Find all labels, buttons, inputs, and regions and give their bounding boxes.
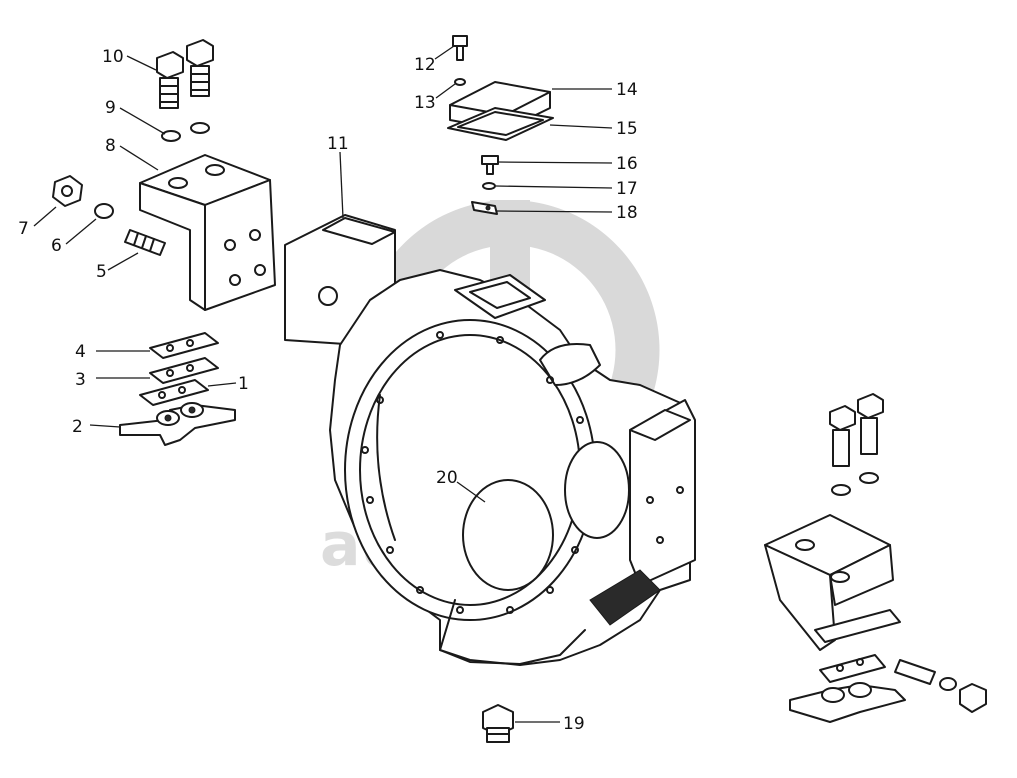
callout-11: 11 — [327, 134, 349, 154]
leader-lines — [33, 45, 613, 723]
callout-7: 7 — [18, 219, 29, 239]
part-11-flywheel-housing — [284, 214, 696, 666]
callout-3: 3 — [75, 370, 86, 390]
callout-4: 4 — [75, 342, 86, 362]
part-13-washer — [454, 78, 466, 86]
part-17-washer — [482, 182, 496, 190]
callout-9: 9 — [105, 98, 116, 118]
right-bracket-assembly — [764, 393, 987, 723]
callout-10: 10 — [102, 47, 124, 67]
part-5-stud — [124, 229, 166, 256]
part-7-nut — [52, 175, 83, 207]
callout-1: 1 — [238, 374, 249, 394]
part-9-washers — [161, 122, 210, 142]
part-6-lock-washer — [94, 203, 114, 219]
callout-8: 8 — [105, 136, 116, 156]
part-16-bolt — [481, 155, 499, 175]
part-18-pin — [471, 201, 498, 215]
part-12-bolt — [452, 35, 468, 61]
callout-16: 16 — [616, 154, 638, 174]
callout-17: 17 — [616, 179, 638, 199]
part-1-plate — [139, 379, 209, 406]
part-15-gasket — [447, 107, 554, 141]
part-20-opening — [462, 479, 554, 591]
callout-19: 19 — [563, 714, 585, 734]
part-3-shim — [149, 357, 219, 384]
callout-18: 18 — [616, 203, 638, 223]
part-19-plug — [482, 704, 514, 743]
callout-labels: 10 9 8 7 6 5 4 3 1 2 11 12 13 14 15 16 1… — [18, 47, 638, 734]
callout-15: 15 — [616, 119, 638, 139]
callout-6: 6 — [51, 236, 62, 256]
callout-14: 14 — [616, 80, 638, 100]
callout-20: 20 — [436, 468, 458, 488]
part-10-bolts — [156, 39, 214, 109]
part-2-mount — [119, 402, 236, 446]
callout-2: 2 — [72, 417, 83, 437]
part-8-bracket — [139, 154, 276, 311]
part-4-shim — [149, 332, 219, 359]
callout-5: 5 — [96, 262, 107, 282]
callout-12: 12 — [414, 55, 436, 75]
callout-13: 13 — [414, 93, 436, 113]
